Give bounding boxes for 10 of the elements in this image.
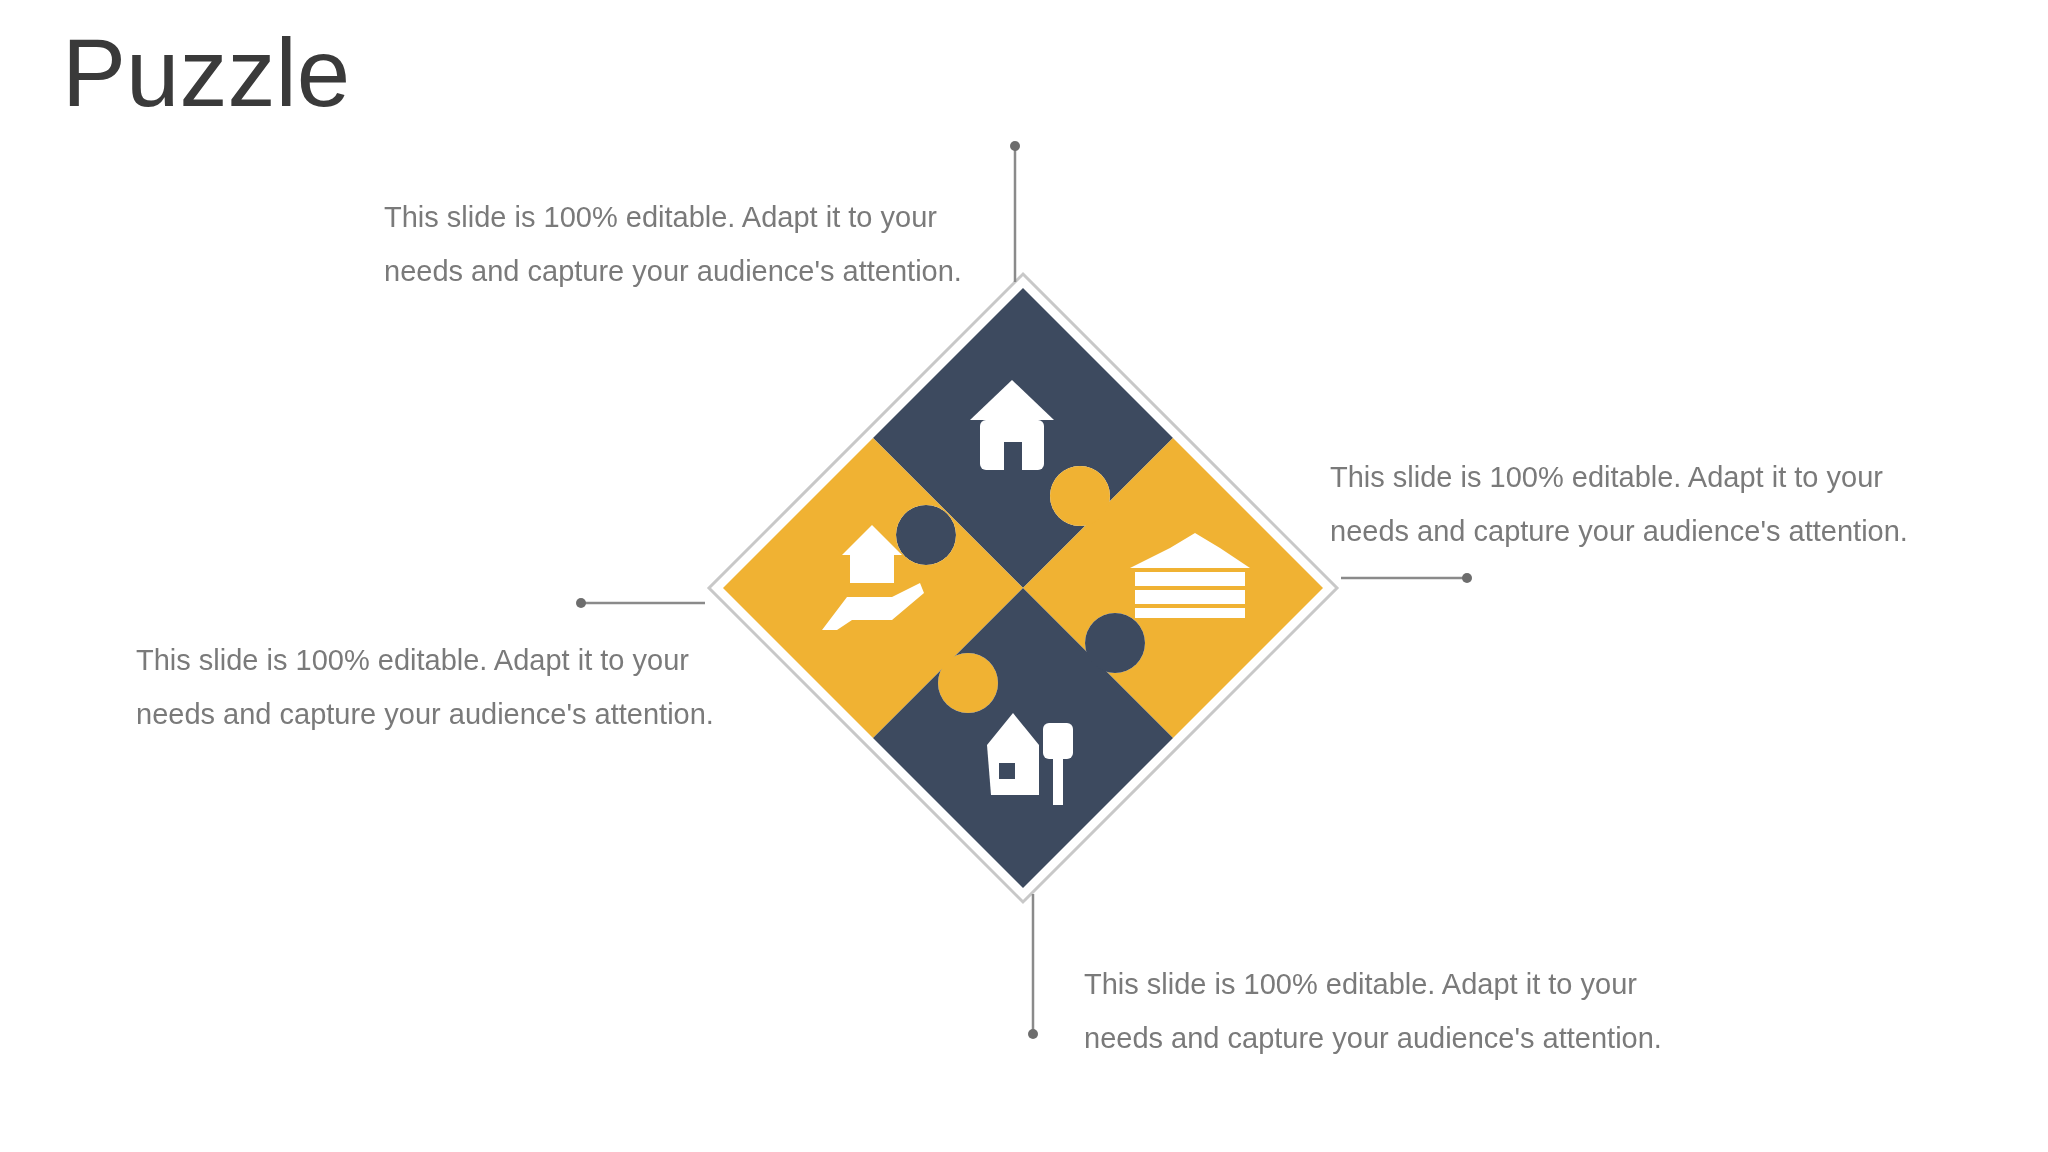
puzzle-piece <box>873 588 1173 888</box>
leader-line <box>1010 141 1020 282</box>
description-text: This slide is 100% editable. Adapt it to your needs and capture your audience's attention. <box>384 190 1004 298</box>
description-text: This slide is 100% editable. Adapt it to your needs and capture your audience's attention. <box>1084 957 1704 1065</box>
slide-title: Puzzle <box>62 18 351 128</box>
leader-line <box>1028 894 1038 1039</box>
description-text: This slide is 100% editable. Adapt it to your needs and capture your audience's attention. <box>136 633 756 741</box>
description-text: This slide is 100% editable. Adapt it to your needs and capture your audience's attention. <box>1330 450 1950 558</box>
leader-line <box>576 598 705 608</box>
leader-line <box>1341 573 1472 583</box>
